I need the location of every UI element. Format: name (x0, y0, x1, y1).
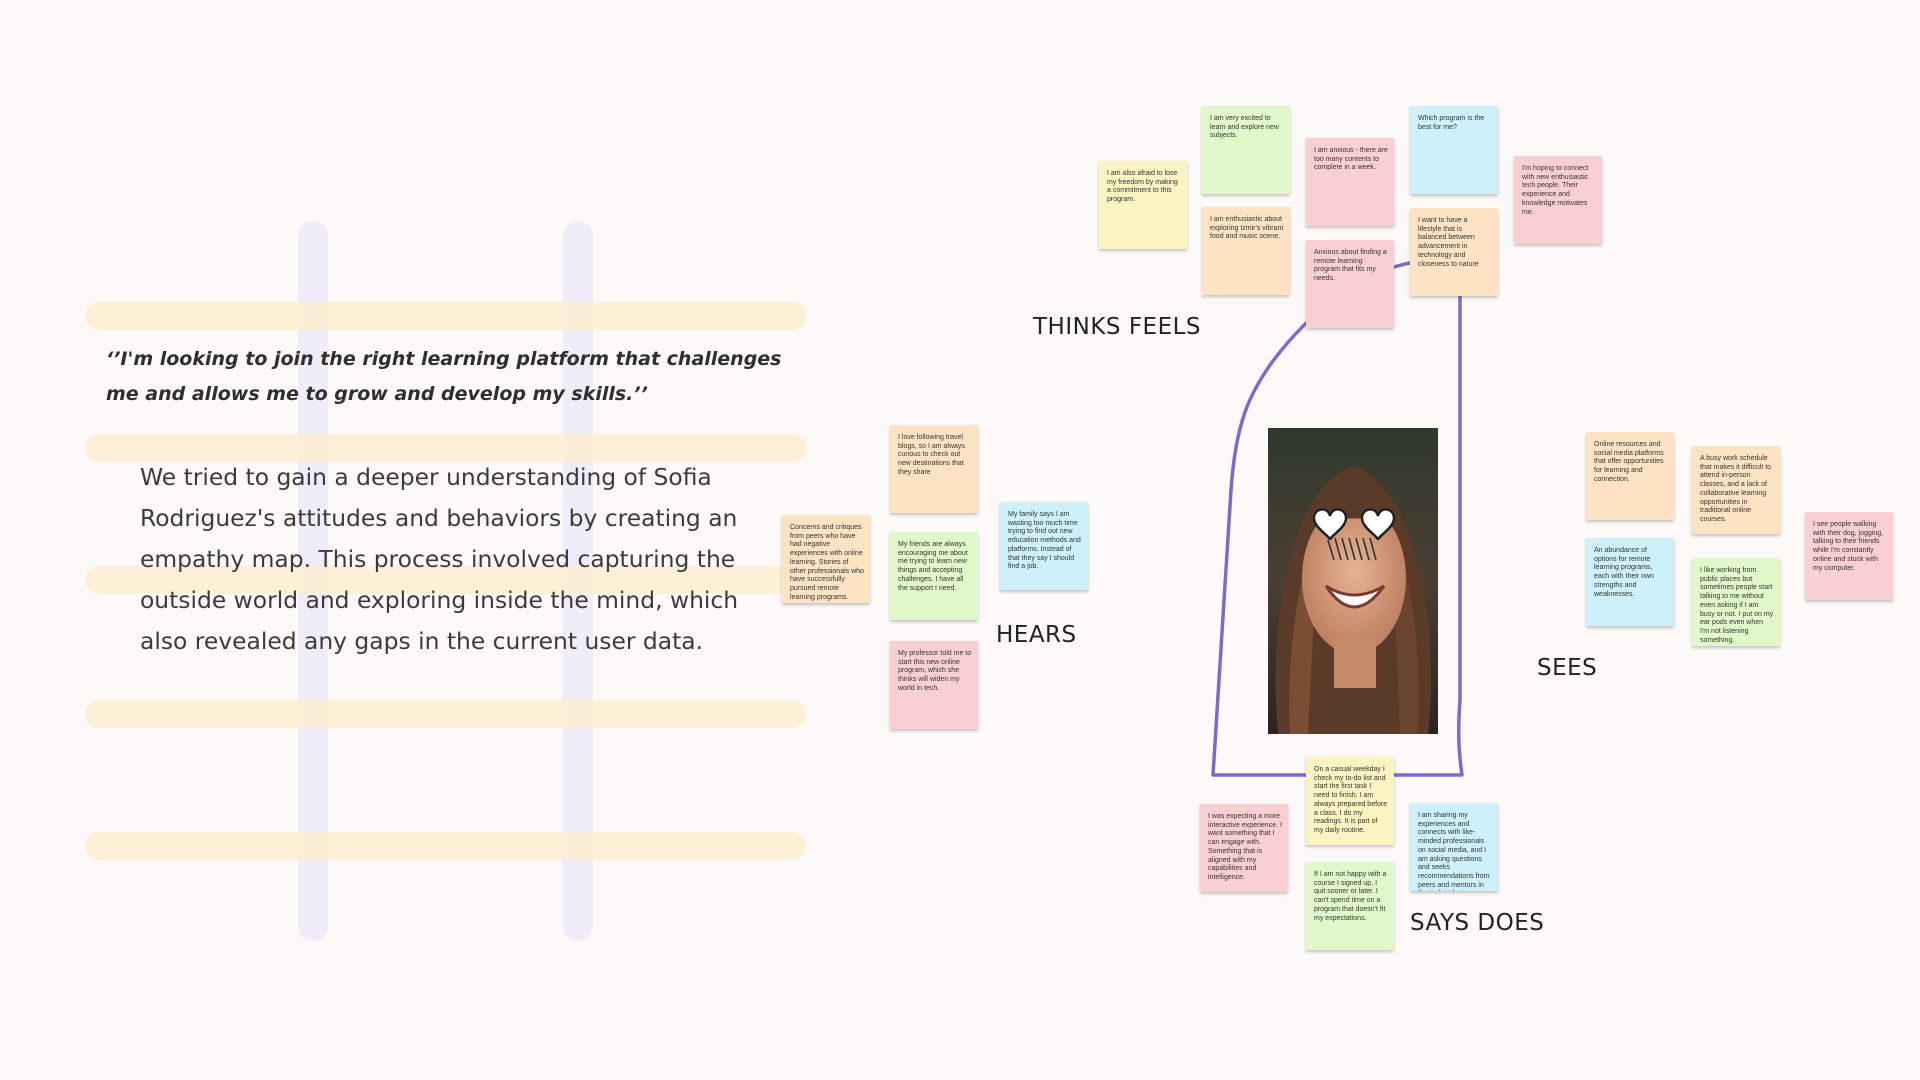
sticky-note: My professor told me to start this new o… (890, 641, 978, 729)
research-description: We tried to gain a deeper understanding … (140, 463, 739, 655)
hashtag-horizontal-bar (85, 700, 806, 728)
sticky-note: I like working from public places but so… (1692, 558, 1780, 646)
hashtag-horizontal-bar (85, 302, 806, 330)
sticky-note: Anxious about finding a remote learning … (1306, 240, 1394, 328)
sticky-note: I want to have a lifestyle that is balan… (1410, 208, 1498, 296)
persona-photo-illustration (1268, 428, 1438, 734)
label-hears: HEARS (996, 622, 1077, 648)
sticky-note: I'm hoping to connect with new enthusias… (1514, 156, 1602, 244)
sticky-note: I am sharing my experiences and connects… (1410, 803, 1498, 891)
label-sees: SEES (1537, 655, 1598, 681)
sticky-note: I see people walking with their dog, jog… (1805, 512, 1893, 600)
sticky-note: If I am not happy with a course I signed… (1306, 862, 1394, 950)
sticky-note: A busy work schedule that makes it diffi… (1692, 446, 1780, 534)
label-thinks-feels: THINKS FEELS (1033, 314, 1202, 340)
sticky-note: Concerns and critiques from peers who ha… (782, 515, 870, 603)
sticky-note: Online resources and social media platfo… (1586, 432, 1674, 520)
sticky-note: Which program is the best for me? (1410, 106, 1498, 194)
sticky-note: My friends are always encouraging me abo… (890, 532, 978, 620)
sticky-note: I am very excited to learn and explore n… (1202, 106, 1290, 194)
hashtag-horizontal-bar (85, 566, 806, 594)
sticky-note: I am anxious - there are too many conten… (1306, 138, 1394, 226)
sticky-note: I love following travel blogs, so I am a… (890, 425, 978, 513)
sticky-note: I am also afraid to lose my freedom by m… (1099, 161, 1187, 249)
sticky-note: I was expecting a more interactive exper… (1200, 804, 1288, 892)
sticky-note: My family says I am wasting too much tim… (1000, 502, 1088, 590)
hashtag-horizontal-bar (85, 832, 806, 860)
sticky-note: I am enthusiastic about exploring Izmir'… (1202, 207, 1290, 295)
sticky-note: An abundance of options for remote learn… (1586, 538, 1674, 626)
sticky-note: On a casual weekday I check my to-do lis… (1306, 757, 1394, 845)
persona-photo (1268, 428, 1438, 734)
persona-quote: ‘’I'm looking to join the right learning… (106, 348, 782, 405)
label-says-does: SAYS DOES (1410, 910, 1545, 936)
hashtag-horizontal-bar (85, 434, 806, 462)
